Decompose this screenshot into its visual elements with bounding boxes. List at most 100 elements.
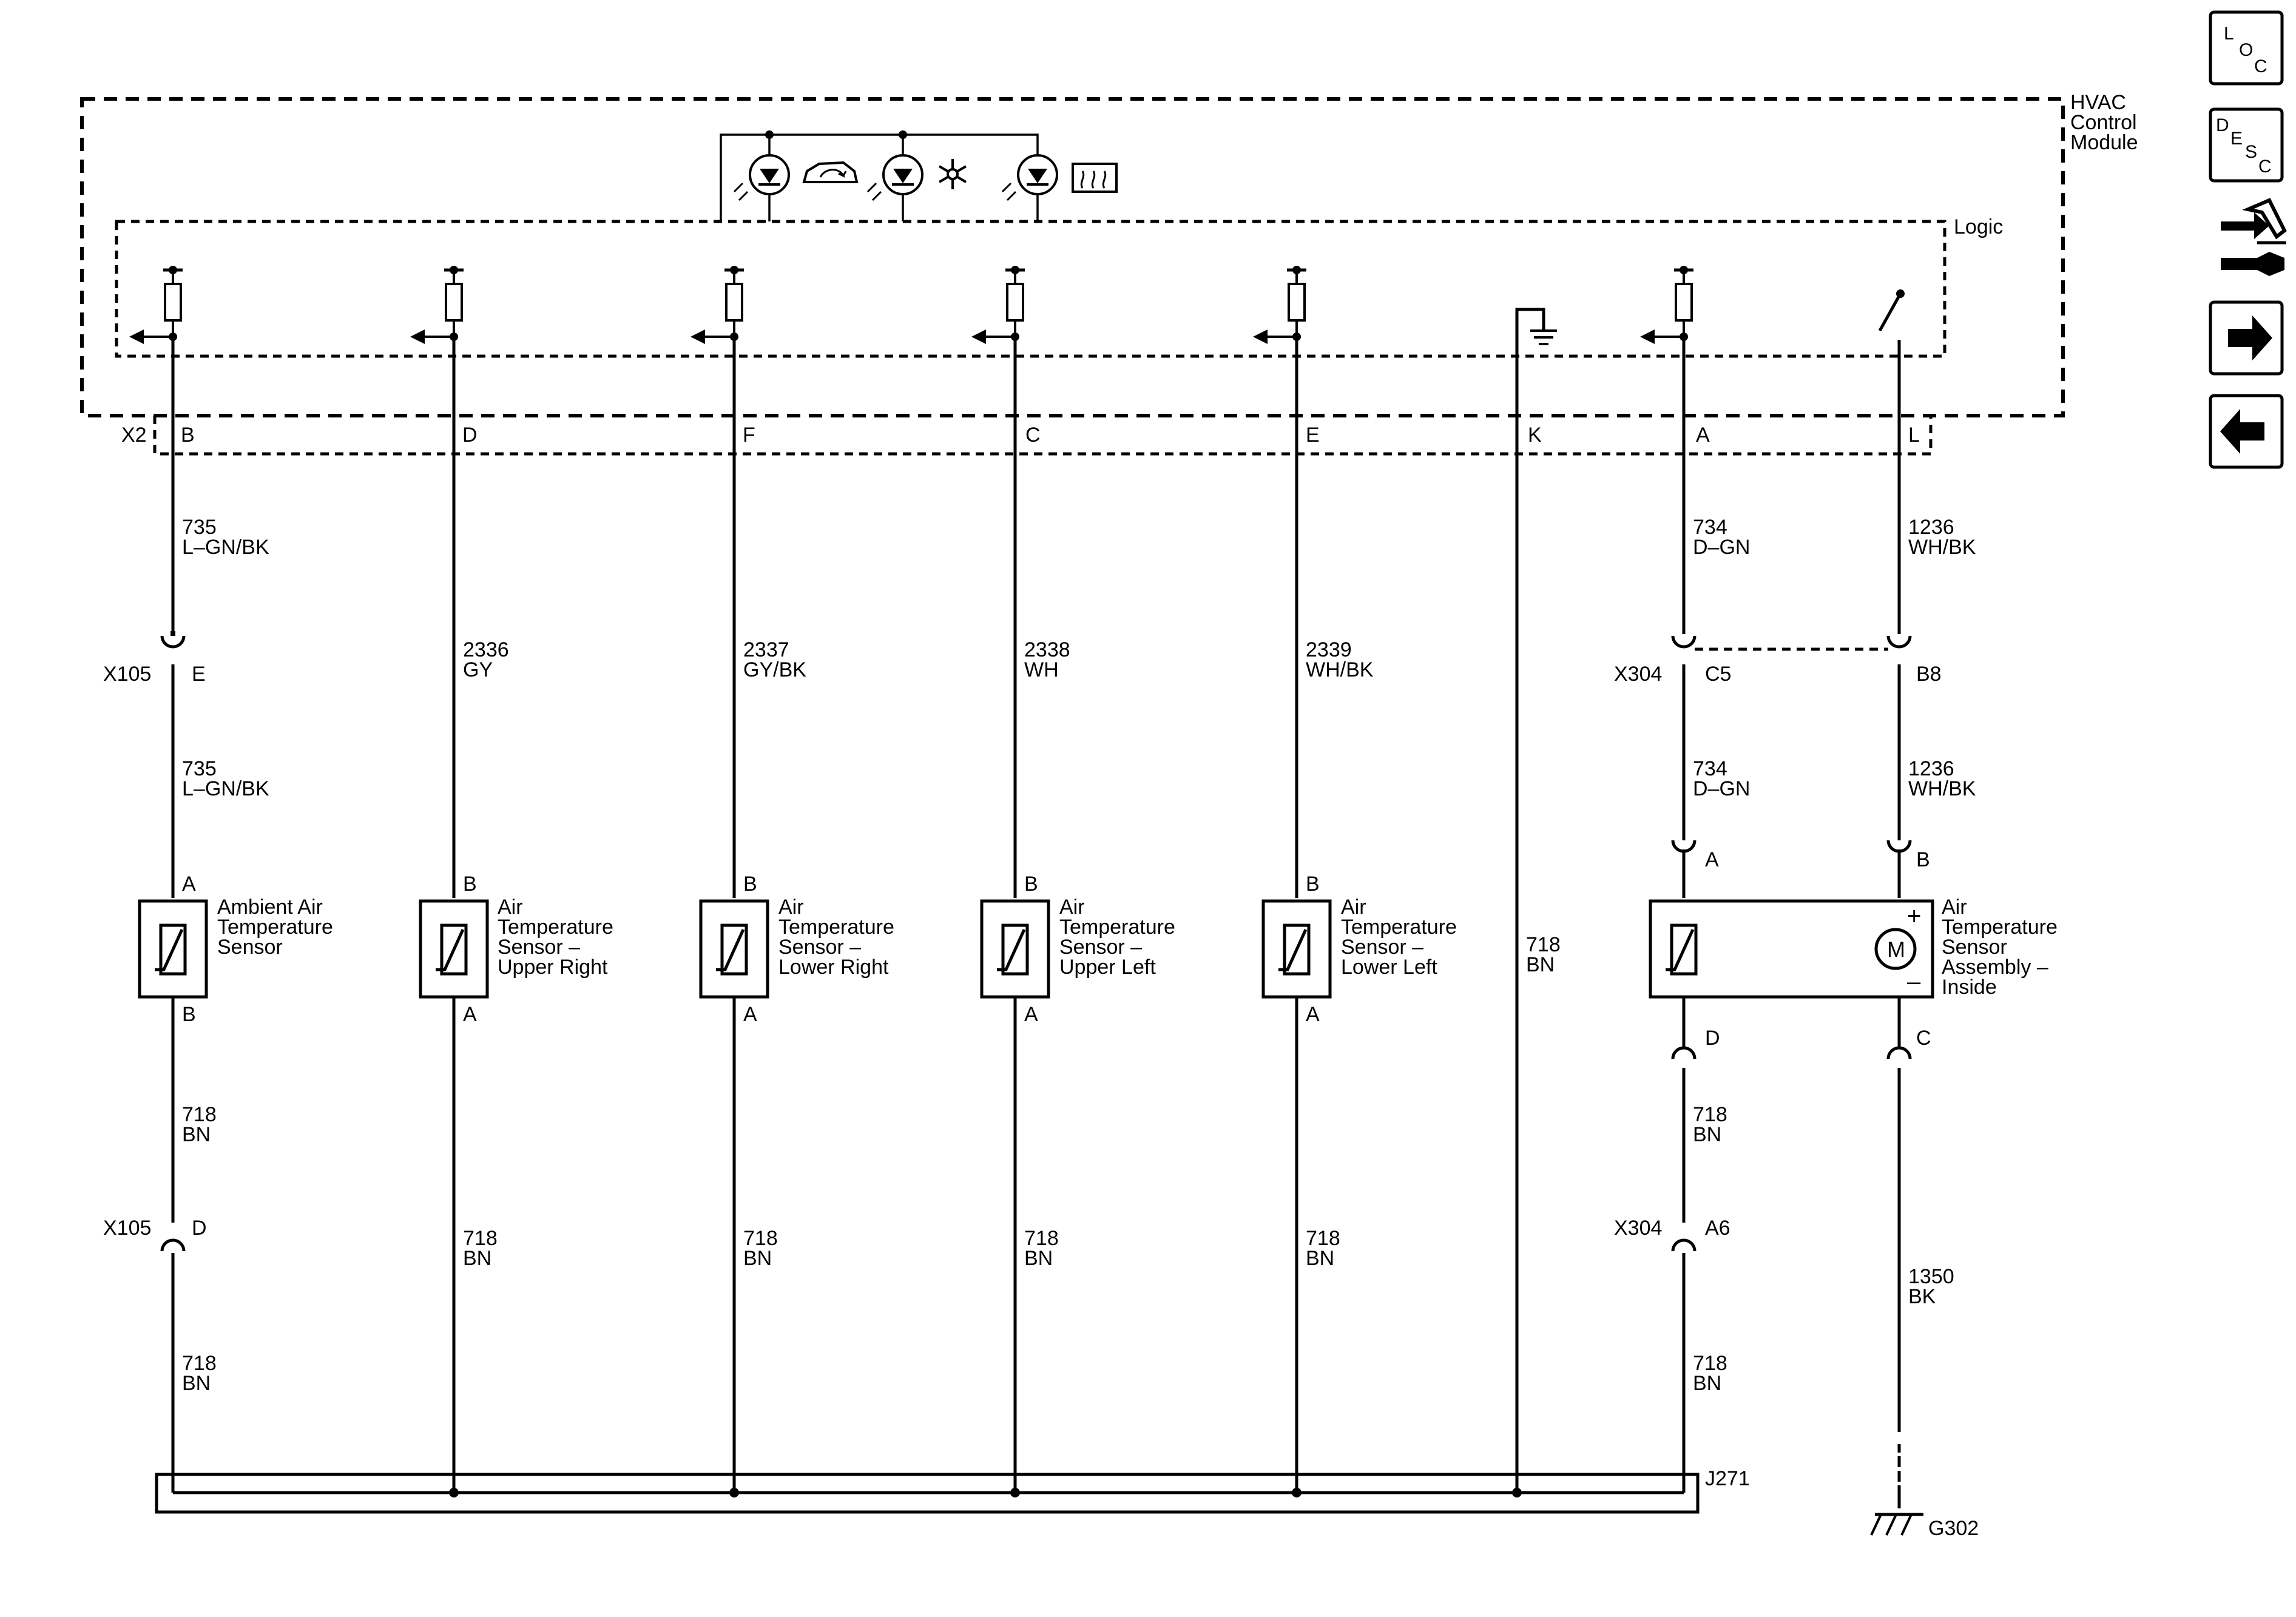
x304-label-top: X304: [1614, 663, 1662, 686]
ur-pin-b: B: [463, 873, 477, 896]
desc-c: C: [2258, 157, 2272, 177]
led-recirc: [733, 154, 790, 201]
ground-label: G302: [1928, 1517, 1979, 1540]
x105-pin-d: D: [192, 1217, 207, 1240]
inside-pin-c: C: [1916, 1027, 1931, 1050]
wire-1236-circuit: 1236: [1908, 516, 1954, 539]
wire-718-c4-color: BN: [1024, 1247, 1053, 1270]
splice-pack: [155, 1473, 1700, 1514]
ur-label-4: Upper Right: [498, 956, 608, 979]
ambient-pin-b: B: [182, 1003, 196, 1026]
wire-2338-color: WH: [1024, 658, 1059, 681]
lower-right-sensor-labels: B A Air Temperature Sensor – Lower Right: [743, 873, 894, 1026]
motor-minus: –: [1907, 968, 1921, 995]
pin-c: C: [1025, 424, 1041, 447]
module-name-line2: Control: [2070, 111, 2137, 134]
wire-718-c1a: 718: [182, 1103, 217, 1126]
upper-right-thermistor: [419, 899, 489, 999]
x304-pin-c5: C5: [1705, 663, 1731, 686]
inside-pin-b: B: [1916, 848, 1930, 871]
ur-pin-a: A: [463, 1003, 477, 1026]
pullup-upper-right: [410, 266, 464, 344]
wire-718-k-color: BN: [1526, 953, 1555, 976]
desc-e: E: [2230, 129, 2243, 149]
x2-pin-labels: B D F C E K A L: [181, 424, 1920, 447]
pin-b: B: [181, 424, 195, 447]
led-rear-defrost: [1001, 154, 1058, 201]
ur-label-1: Air: [498, 896, 523, 919]
led-ac: [866, 154, 923, 201]
wire-labels: 735 L–GN/BK 735 L–GN/BK 718 BN 718 BN 23…: [182, 516, 1976, 1395]
wire-735-circuit-2: 735: [182, 757, 217, 780]
snowflake-icon: [938, 159, 967, 189]
x105-label-bottom: X105: [103, 1217, 151, 1240]
inside-pin-a: A: [1705, 848, 1719, 871]
connector-x304-a6: X304 A6: [1614, 1217, 1730, 1252]
inside-air-temperature-sensor-assembly: M + – Air Temperature Sensor Assembly – …: [1649, 896, 2058, 999]
location-icon[interactable]: L O C: [2209, 10, 2284, 86]
wire-718-c3-color: BN: [743, 1247, 772, 1270]
x105-label-top: X105: [103, 663, 151, 686]
wire-734-circuit: 734: [1693, 516, 1727, 539]
pin-l: L: [1908, 424, 1920, 447]
connector-x2-label: X2: [121, 424, 147, 447]
ambient-pin-a: A: [182, 873, 196, 896]
wire-734-circuit-2: 734: [1693, 757, 1727, 780]
loc-c: C: [2254, 56, 2267, 76]
logic-switch: [1878, 289, 1905, 332]
module-boundary: [80, 97, 2065, 417]
module-name-line3: Module: [2070, 131, 2138, 154]
wire-735-color: L–GN/BK: [182, 536, 269, 559]
connector-tool-icon[interactable]: [2221, 198, 2287, 276]
lr-label-2: Temperature: [778, 916, 894, 939]
connector-x304-c5-b8: X304 C5 B8: [1614, 635, 1942, 686]
inside-label-4: Assembly –: [1942, 956, 2048, 979]
ul-pin-a: A: [1024, 1003, 1038, 1026]
inside-pin-d: D: [1705, 1027, 1720, 1050]
wire-718-k: 718: [1526, 933, 1561, 956]
splice-j271: J271: [155, 1467, 1750, 1514]
x105-pin-e: E: [192, 663, 206, 686]
next-arrow-icon[interactable]: [2209, 300, 2284, 376]
ul-label-4: Upper Left: [1059, 956, 1156, 979]
indicator-leds: [720, 130, 1118, 221]
previous-arrow-icon[interactable]: [2209, 394, 2284, 469]
ul-label-1: Air: [1059, 896, 1085, 919]
pullup-lower-left: [1253, 266, 1306, 344]
ur-label-3: Sensor –: [498, 936, 580, 959]
description-icon[interactable]: D E S C: [2209, 107, 2284, 183]
wire-718-c1b: 718: [182, 1352, 217, 1375]
ll-label-1: Air: [1341, 896, 1366, 919]
lr-pin-a: A: [743, 1003, 757, 1026]
wire-2339-color: WH/BK: [1306, 658, 1374, 681]
rear-defrost-icon: [1072, 163, 1118, 193]
loc-l: L: [2224, 24, 2234, 44]
pin-a: A: [1696, 424, 1710, 447]
wire-718-c2-color: BN: [463, 1247, 491, 1270]
loc-o: O: [2239, 40, 2253, 60]
ambient-label-2: Temperature: [217, 916, 333, 939]
motor-icon: [1874, 928, 1917, 970]
sensors: [138, 899, 1332, 999]
logic-ground-symbol: [1515, 308, 1557, 425]
wire-2337-color: GY/BK: [743, 658, 806, 681]
module-name-line1: HVAC: [2070, 91, 2126, 114]
connector-x105-d: X105 D: [103, 1217, 207, 1252]
pullup-inside-sensor: [1640, 266, 1693, 344]
wire-734-color: D–GN: [1693, 536, 1750, 559]
ul-label-2: Temperature: [1059, 916, 1175, 939]
wire-718-a-2: 718: [1693, 1352, 1727, 1375]
upper-left-sensor-labels: B A Air Temperature Sensor – Upper Left: [1024, 873, 1175, 1026]
inline-connectors: X105 E X105 D X304 C5 B8 X304 A6 A: [103, 631, 1942, 1252]
ul-pin-b: B: [1024, 873, 1038, 896]
logic-block: [115, 220, 1947, 358]
wire-2336-color: GY: [463, 658, 493, 681]
recirculation-icon: [802, 161, 859, 183]
wire-2337-circuit: 2337: [743, 638, 789, 661]
splice-label: J271: [1705, 1467, 1750, 1490]
wire-1350-circuit: 1350: [1908, 1265, 1954, 1288]
desc-s: S: [2245, 142, 2257, 162]
ll-pin-a: A: [1306, 1003, 1320, 1026]
ambient-thermistor: [138, 899, 208, 999]
